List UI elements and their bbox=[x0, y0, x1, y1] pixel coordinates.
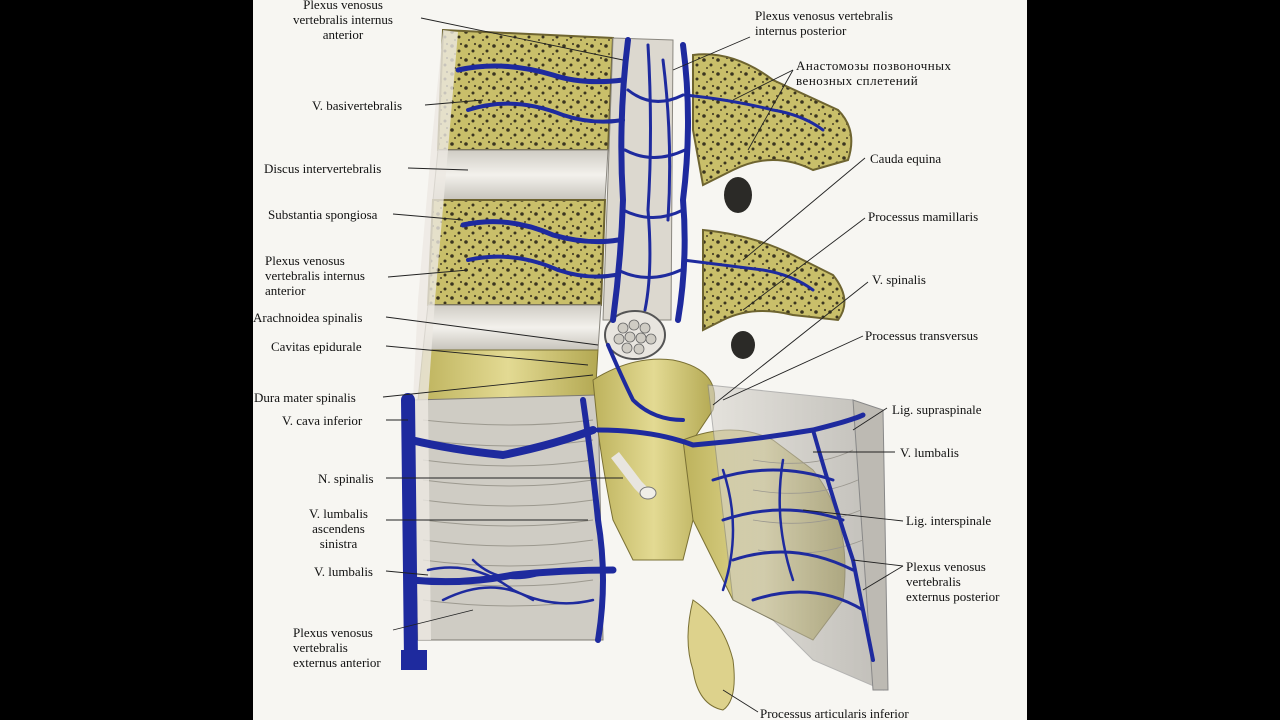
label-processus-mamillaris: Processus mamillaris bbox=[868, 209, 979, 224]
label-arachnoidea-spinalis: Arachnoidea spinalis bbox=[253, 310, 363, 325]
illustration-panel: Plexus venosus vertebralis internus ante… bbox=[253, 0, 1027, 720]
label-discus-intervertebralis: Discus intervertebralis bbox=[264, 161, 382, 176]
vertebral-column bbox=[412, 28, 674, 641]
label-v-lumbalis-ascendens-sinistra: V. lumbalis ascendens sinistra bbox=[309, 506, 368, 551]
label-lig-interspinale: Lig. interspinale bbox=[906, 513, 992, 528]
anatomical-illustration bbox=[382, 17, 904, 713]
label-lig-supraspinale: Lig. supraspinale bbox=[892, 402, 982, 417]
leader-lines bbox=[382, 17, 904, 713]
label-v-lumbalis-right: V. lumbalis bbox=[900, 445, 959, 460]
label-processus-articularis-inferior: Processus articularis inferior bbox=[760, 706, 909, 720]
label-plexus-int-post: Plexus venosus vertebralis internus post… bbox=[755, 8, 893, 38]
label-plexus-int-ant-mid: Plexus venosus vertebralis internus ante… bbox=[265, 253, 365, 298]
label-v-spinalis: V. spinalis bbox=[872, 272, 926, 287]
label-anastomozy: Анастомозы позвоночных венозных сплетени… bbox=[796, 58, 952, 88]
posterior-processes bbox=[592, 53, 889, 711]
label-substantia-spongiosa: Substantia spongiosa bbox=[268, 207, 378, 222]
label-plexus-ext-ant: Plexus venosus vertebralis externus ante… bbox=[293, 625, 381, 670]
label-v-basivertebralis: V. basivertebralis bbox=[312, 98, 403, 113]
label-processus-transversus: Processus transversus bbox=[865, 328, 979, 343]
label-dura-mater-spinalis: Dura mater spinalis bbox=[254, 390, 356, 405]
label-cavitas-epidurale: Cavitas epidurale bbox=[271, 339, 362, 354]
label-v-lumbalis-left: V. lumbalis bbox=[314, 564, 373, 579]
venous-plexus bbox=[401, 37, 875, 670]
label-plexus-int-ant-top: Plexus venosus vertebralis internus ante… bbox=[293, 0, 393, 42]
label-v-cava-inferior: V. cava inferior bbox=[282, 413, 363, 428]
label-plexus-ext-post: Plexus venosus vertebralis externus post… bbox=[906, 559, 1000, 604]
label-cauda-equina: Cauda equina bbox=[870, 151, 942, 166]
label-n-spinalis: N. spinalis bbox=[318, 471, 374, 486]
spinal-nerve-cut bbox=[639, 486, 657, 500]
